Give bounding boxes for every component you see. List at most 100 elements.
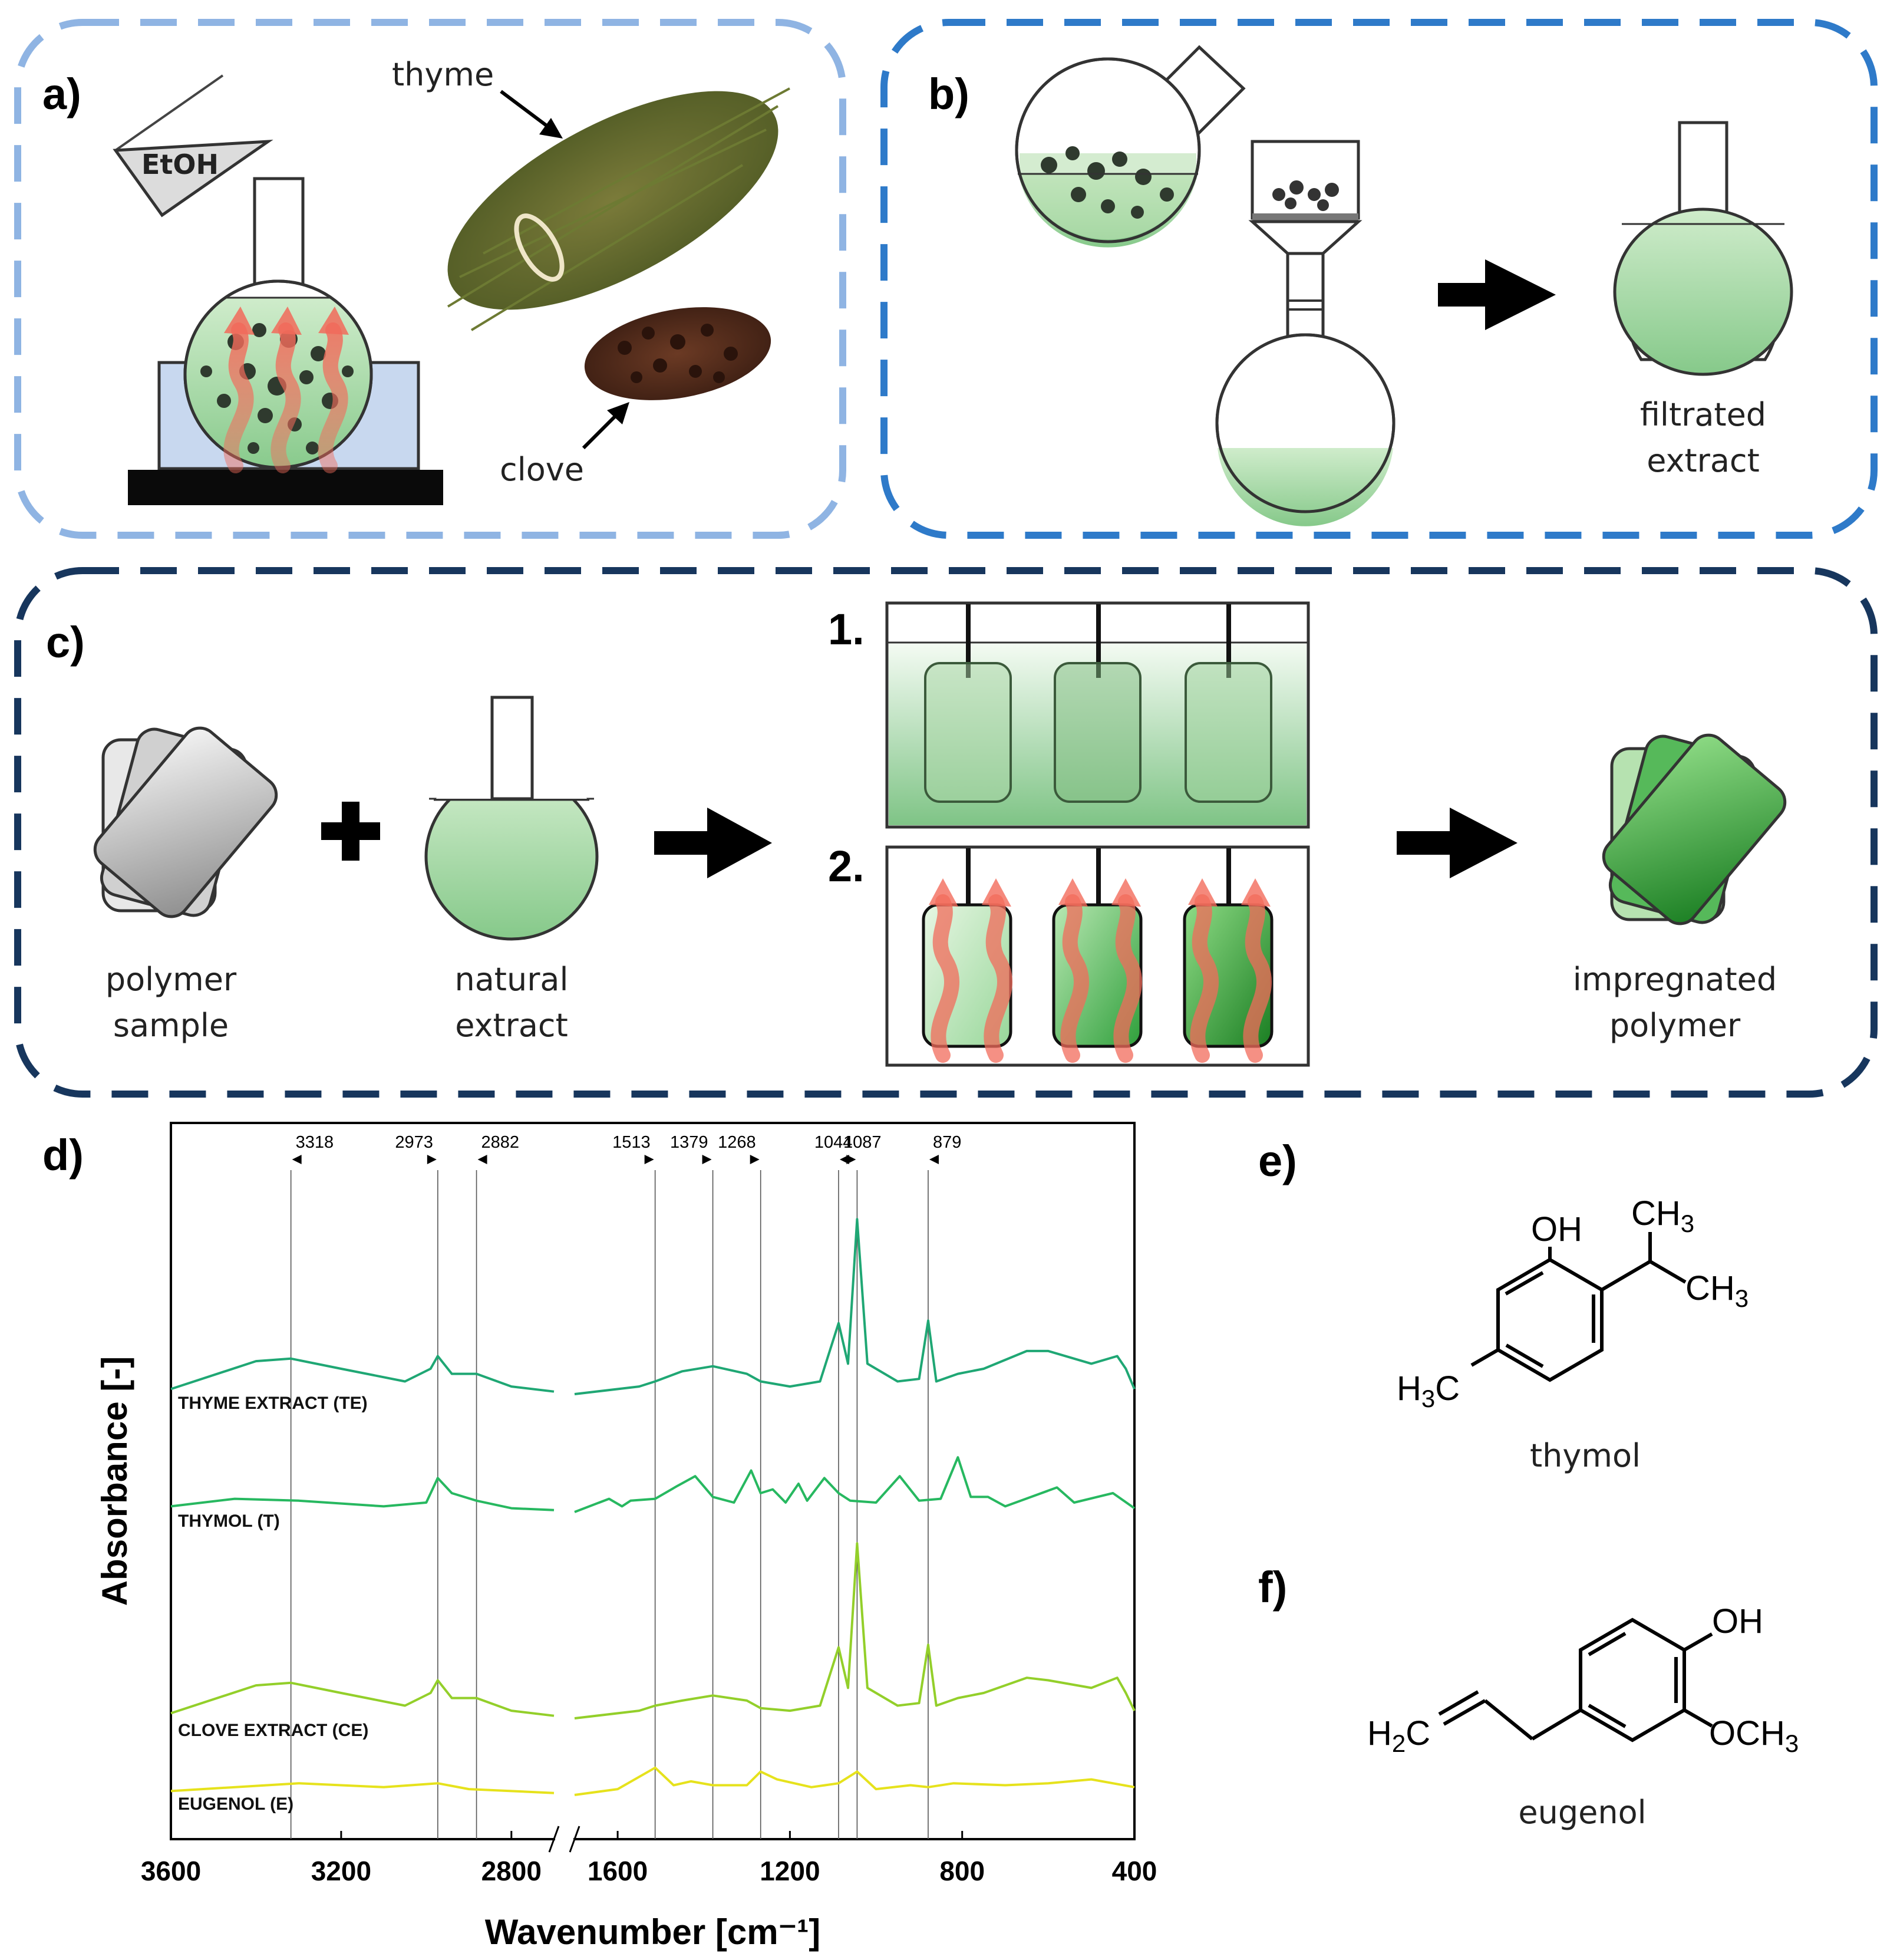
panel-b: b) — [880, 19, 1878, 539]
y-axis-title: Absorbance [-] — [95, 1356, 134, 1606]
series-label-2: CLOVE EXTRACT (CE) — [178, 1721, 368, 1740]
peak-label-879: 879 — [933, 1133, 961, 1152]
peak-arrow-1379 — [702, 1155, 712, 1164]
peak-arrow-1268 — [750, 1155, 760, 1164]
peak-label-1087: 1087 — [843, 1133, 882, 1152]
peak-arrow-1087 — [839, 1155, 849, 1164]
polymer-sample-icon — [93, 726, 278, 918]
thymol-ch3-top: CH3 — [1631, 1194, 1694, 1237]
polymer-label-1: polymer — [105, 961, 237, 998]
panel-f: f) OH OCH3 H2C eugenol — [1258, 1563, 1799, 1831]
x-axis-title: Wavenumber [cm⁻¹] — [485, 1912, 821, 1952]
axis-break-mark-right — [569, 1826, 580, 1853]
heat-waves-icon — [223, 322, 348, 473]
x-tick-label-800: 800 — [939, 1856, 985, 1886]
clove-icon — [584, 307, 771, 400]
polymer-label-2: sample — [113, 1007, 229, 1044]
peak-label-1513: 1513 — [612, 1133, 651, 1152]
peak-arrow-879 — [929, 1155, 939, 1164]
impregnated-polymer-icon — [1602, 733, 1787, 925]
thymol-h3c: H3C — [1397, 1369, 1460, 1412]
eugenol-h2c: H2C — [1367, 1714, 1430, 1757]
extraction-flask — [1015, 45, 1246, 248]
heat-arrowheads — [224, 307, 349, 335]
thymol-oh: OH — [1531, 1210, 1582, 1249]
filtrated-label-1: filtrated — [1640, 396, 1766, 433]
filtration-setup — [1215, 140, 1396, 526]
x-tick-label-1600: 1600 — [588, 1856, 648, 1886]
impregnated-label-1: impregnated — [1573, 961, 1777, 998]
axis-break-gap — [555, 1836, 573, 1843]
peak-label-3318: 3318 — [296, 1133, 334, 1152]
series-line-0-seg-1 — [574, 1218, 1136, 1395]
panel-a-border — [14, 19, 846, 539]
process-arrow-c1 — [654, 808, 772, 878]
axis-break-mark-left — [548, 1826, 560, 1853]
plot-frame — [170, 1122, 1136, 1840]
panel-e-letter: e) — [1258, 1137, 1297, 1185]
panel-c-border — [14, 567, 1878, 1098]
eugenol-name: eugenol — [1518, 1794, 1646, 1831]
panel-d-letter: d) — [42, 1131, 84, 1180]
peak-label-2882: 2882 — [481, 1133, 520, 1152]
panel-c-letter: c) — [46, 618, 85, 667]
filtrated-label-2: extract — [1647, 442, 1760, 479]
eugenol-oh: OH — [1712, 1602, 1763, 1641]
peak-label-2973: 2973 — [395, 1133, 433, 1152]
panel-c: c) polymer sample natural extract 1. — [14, 567, 1878, 1098]
thyme-arrow-icon — [500, 90, 563, 139]
x-tick-label-3600: 3600 — [141, 1856, 201, 1886]
process-arrow-b — [1438, 259, 1556, 330]
hot-plate — [128, 470, 443, 505]
peak-arrow-2973 — [427, 1155, 437, 1164]
series-label-3: EUGENOL (E) — [178, 1794, 293, 1814]
x-tick-label-2800: 2800 — [481, 1856, 542, 1886]
thymol-ch3-right: CH3 — [1685, 1269, 1749, 1312]
etoh-label: EtOH — [141, 149, 219, 180]
panel-e: e) OH CH3 CH3 H3C thymol — [1258, 1137, 1749, 1474]
series-line-0-seg-0 — [170, 1355, 555, 1393]
eugenol-structure — [1438, 1618, 1713, 1742]
x-tick-label-1200: 1200 — [760, 1856, 820, 1886]
thymol-name: thymol — [1530, 1437, 1641, 1474]
step-1-label: 1. — [828, 605, 865, 654]
extract-label-2: extract — [455, 1007, 568, 1044]
thyme-icon — [447, 87, 790, 331]
wash-bottle-icon: EtOH — [113, 74, 273, 218]
step-2-label: 2. — [828, 842, 865, 891]
series-line-1-seg-0 — [170, 1477, 555, 1511]
panel-f-letter: f) — [1258, 1563, 1287, 1612]
impregnated-label-2: polymer — [1609, 1007, 1741, 1044]
x-tick-label-3200: 3200 — [311, 1856, 371, 1886]
clove-label: clove — [500, 451, 584, 488]
peak-label-1268: 1268 — [718, 1133, 756, 1152]
peak-label-1044: 1044 — [814, 1133, 853, 1152]
series-line-2-seg-0 — [170, 1679, 555, 1717]
peak-label-1379: 1379 — [670, 1133, 708, 1152]
series-line-3-seg-0 — [170, 1782, 555, 1794]
panel-a: a) EtOH — [14, 19, 846, 539]
series-line-1-seg-1 — [574, 1456, 1136, 1513]
clove-arrow-icon — [582, 402, 629, 450]
series-line-3-seg-1 — [574, 1766, 1135, 1796]
panel-b-border — [880, 19, 1878, 539]
series-label-1: THYMOL (T) — [178, 1511, 280, 1531]
eugenol-och3: OCH3 — [1709, 1714, 1799, 1757]
peak-arrow-1513 — [644, 1155, 654, 1164]
series-line-2-seg-1 — [574, 1542, 1136, 1719]
panel-a-letter: a) — [42, 70, 81, 118]
heating-tank-step2 — [885, 845, 1310, 1067]
series-label-0: THYME EXTRACT (TE) — [178, 1394, 368, 1413]
x-tick-label-400: 400 — [1112, 1856, 1157, 1886]
panel-b-letter: b) — [928, 70, 969, 118]
peak-arrow-3318 — [292, 1155, 302, 1164]
impregnation-tank-step1 — [885, 601, 1310, 829]
thymol-structure — [1470, 1232, 1687, 1382]
peak-arrow-2882 — [477, 1155, 487, 1164]
natural-extract-flask — [424, 696, 599, 941]
plus-icon — [321, 802, 380, 861]
process-arrow-c2 — [1397, 808, 1517, 878]
